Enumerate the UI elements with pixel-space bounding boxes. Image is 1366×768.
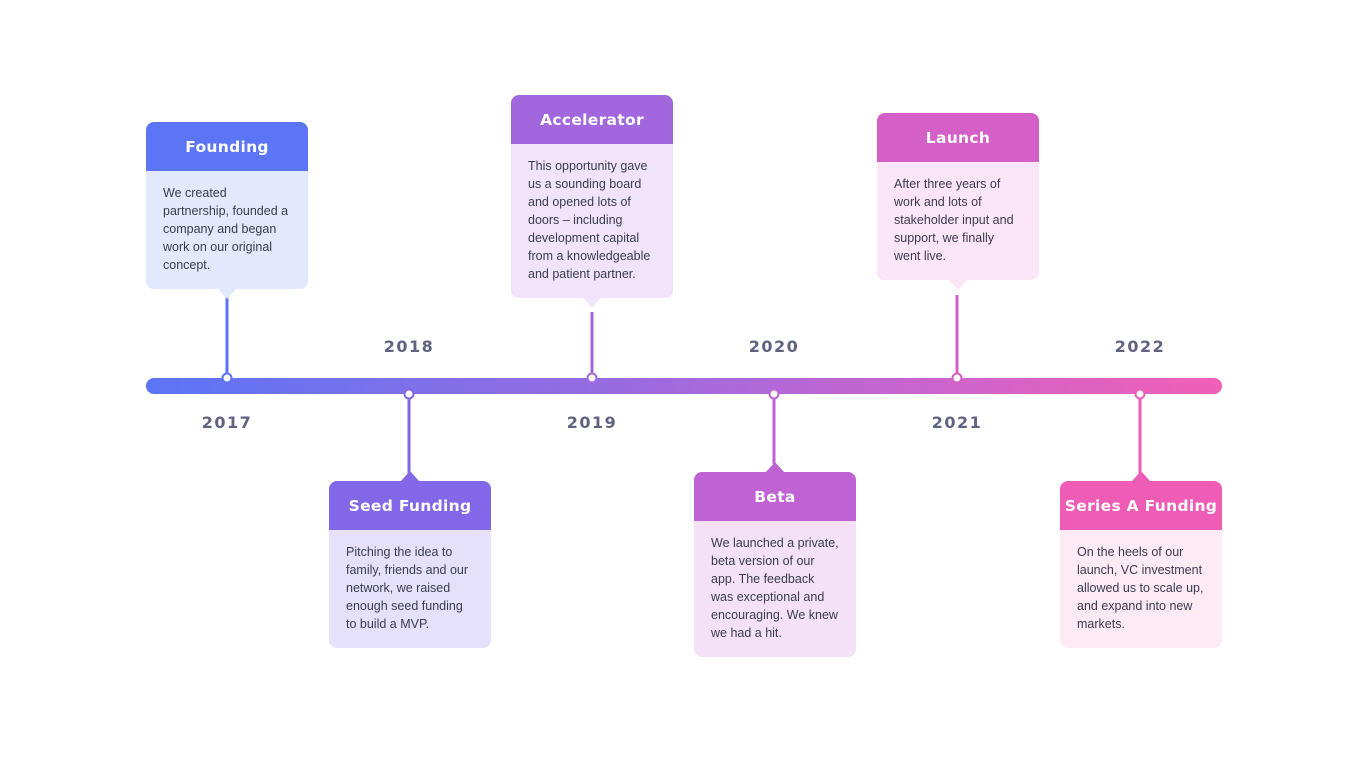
card-pointer xyxy=(583,298,601,308)
year-label-2017: 2017 xyxy=(201,413,253,432)
milestone-description: This opportunity gave us a sounding boar… xyxy=(511,144,673,298)
card-pointer xyxy=(949,280,967,290)
year-label-2018: 2018 xyxy=(383,337,435,356)
milestone-card-launch: Launch After three years of work and lot… xyxy=(877,113,1039,290)
connector-series-a xyxy=(1138,394,1142,474)
timeline-track xyxy=(146,378,1222,394)
milestone-description: After three years of work and lots of st… xyxy=(877,162,1039,280)
milestone-title: Beta xyxy=(694,472,856,521)
milestone-title: Series A Funding xyxy=(1060,481,1222,530)
milestone-title: Launch xyxy=(877,113,1039,162)
milestone-card-seed-funding: Seed Funding Pitching the idea to family… xyxy=(329,471,491,648)
milestone-title: Seed Funding xyxy=(329,481,491,530)
milestone-title: Accelerator xyxy=(511,95,673,144)
card-pointer xyxy=(401,471,419,481)
node-beta xyxy=(768,388,780,400)
node-accelerator xyxy=(586,372,598,384)
milestone-description: Pitching the idea to family, friends and… xyxy=(329,530,491,648)
milestone-card-accelerator: Accelerator This opportunity gave us a s… xyxy=(511,95,673,308)
milestone-description: We launched a private, beta version of o… xyxy=(694,521,856,657)
connector-launch xyxy=(955,295,959,378)
connector-accelerator xyxy=(590,312,594,378)
card-pointer xyxy=(1132,471,1150,481)
connector-seed-funding xyxy=(407,394,411,474)
card-pointer xyxy=(766,462,784,472)
node-founding xyxy=(221,372,233,384)
year-label-2020: 2020 xyxy=(748,337,800,356)
node-series-a xyxy=(1134,388,1146,400)
milestone-description: On the heels of our launch, VC investmen… xyxy=(1060,530,1222,648)
node-seed-funding xyxy=(403,388,415,400)
connector-founding xyxy=(225,285,229,378)
milestone-card-series-a: Series A Funding On the heels of our lau… xyxy=(1060,471,1222,648)
year-label-2021: 2021 xyxy=(931,413,983,432)
milestone-description: We created partnership, founded a compan… xyxy=(146,171,308,289)
card-pointer xyxy=(218,289,236,299)
connector-beta xyxy=(772,394,776,464)
milestone-card-beta: Beta We launched a private, beta version… xyxy=(694,462,856,657)
year-label-2022: 2022 xyxy=(1114,337,1166,356)
milestone-title: Founding xyxy=(146,122,308,171)
year-label-2019: 2019 xyxy=(566,413,618,432)
milestone-card-founding: Founding We created partnership, founded… xyxy=(146,122,308,299)
node-launch xyxy=(951,372,963,384)
